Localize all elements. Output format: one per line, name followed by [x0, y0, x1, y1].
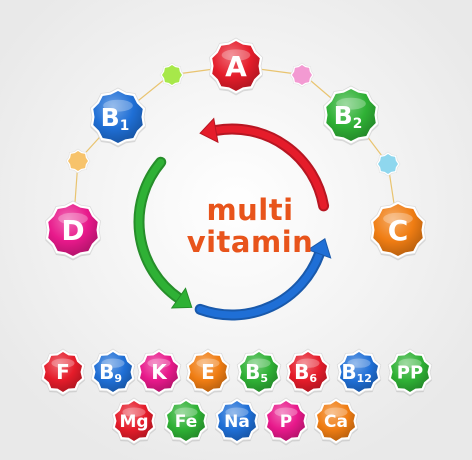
vitamin-a-label: A [225, 50, 247, 83]
mineral-p-label: P [280, 412, 292, 432]
mineral-fe-label: Fe [175, 412, 197, 432]
vitamin-e-badge: E [185, 348, 231, 397]
vitamin-d-label: D [61, 214, 84, 247]
cycle-arrows [133, 117, 332, 321]
mineral-na-label: Na [224, 412, 250, 432]
red-arrow [199, 117, 330, 212]
vitamin-b12-badge: B12 [336, 348, 382, 397]
mineral-na-badge: Na [214, 397, 260, 446]
vitamin-c-badge: C [369, 200, 427, 261]
vitamin-b9-label: B9 [99, 360, 122, 385]
vitamin-b6-label: B6 [294, 360, 317, 385]
vitamin-b9-badge: B9 [90, 348, 136, 397]
vitamin-b5-badge: B5 [236, 348, 282, 397]
vitamin-b2-badge: B2 [322, 85, 380, 146]
vitamin-e-label: E [201, 360, 215, 384]
mineral-ca-label: Ca [324, 412, 348, 432]
vitamin-f-label: F [56, 360, 70, 384]
mineral-ca-badge: Ca [313, 397, 359, 446]
dot-orange [65, 148, 91, 174]
green-arrow [133, 156, 193, 309]
vitamin-b1-badge: B1 [89, 87, 147, 148]
vitamin-badges: A B1 B2D C F B9 K E B5 B6 B12 PP Mg Fe Na P Ca [40, 37, 433, 446]
mineral-fe-badge: Fe [163, 397, 209, 446]
vitamin-b12-label: B12 [341, 360, 372, 385]
vitamin-pp-label: PP [397, 362, 423, 383]
dot-pink [289, 62, 315, 88]
vitamin-f-badge: F [40, 348, 86, 397]
mineral-mg-badge: Mg [111, 397, 157, 446]
blue-arrow [194, 237, 332, 321]
vitamin-a-badge: A [208, 37, 264, 96]
mineral-mg-label: Mg [119, 412, 148, 432]
title-vitamin: vitamin [186, 225, 314, 259]
dot-green [159, 62, 185, 88]
vitamin-b6-badge: B6 [285, 348, 331, 397]
vitamin-b5-label: B5 [245, 360, 268, 385]
vitamin-c-label: C [388, 214, 409, 247]
arc-dots [65, 62, 401, 177]
vitamin-k-badge: K [136, 348, 182, 397]
vitamin-b2-label: B2 [334, 101, 363, 132]
dot-blue [375, 151, 401, 177]
vitamin-k-label: K [151, 360, 168, 384]
vitamin-b1-label: B1 [101, 103, 130, 134]
vitamin-pp-badge: PP [387, 348, 433, 397]
vitamin-d-badge: D [44, 200, 102, 261]
title-multi: multi [206, 193, 294, 227]
mineral-p-badge: P [263, 397, 309, 446]
